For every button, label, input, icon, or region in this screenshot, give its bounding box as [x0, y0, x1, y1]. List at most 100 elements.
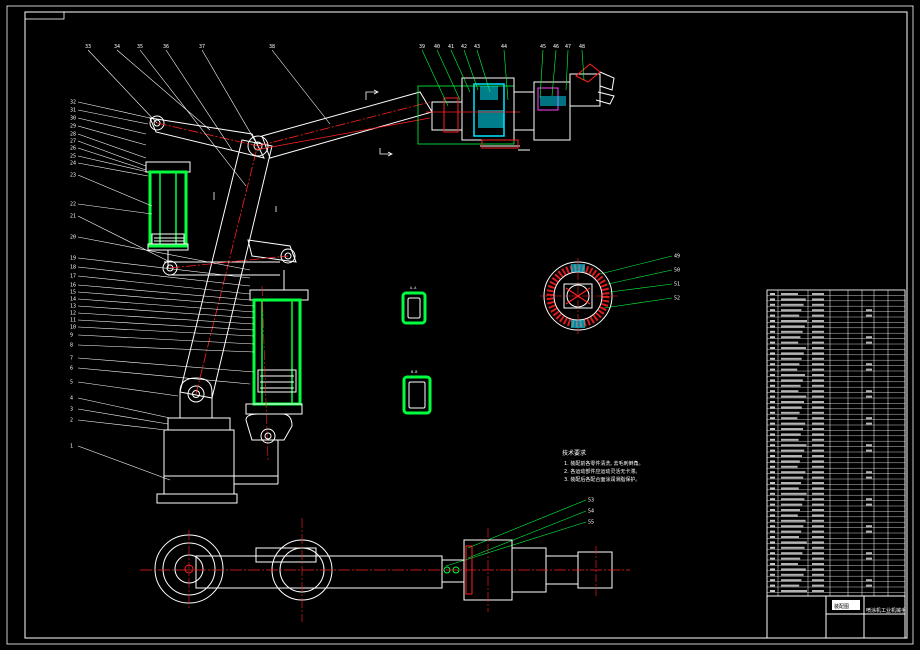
leader-top-43 — [476, 49, 491, 93]
leader-top-41 — [450, 49, 471, 93]
callout-left-22: 22 — [70, 202, 76, 208]
callout-left-11: 11 — [70, 318, 76, 324]
callout-left-28: 28 — [70, 132, 76, 138]
leader-top-46 — [551, 49, 557, 97]
callout-labels: 3231302928272625242322212019181716151413… — [70, 44, 680, 526]
callout-left-23: 23 — [70, 173, 76, 179]
callout-top-33: 33 — [85, 44, 91, 50]
callout-top-47: 47 — [565, 44, 571, 50]
callout-bottom-53: 53 — [588, 498, 594, 504]
drawing-name: 喷涂机工业机械手 — [866, 607, 906, 614]
callout-left-25: 25 — [70, 154, 76, 160]
callout-left-2: 2 — [70, 418, 73, 424]
rear-link — [149, 117, 265, 159]
callout-top-36: 36 — [163, 44, 169, 50]
big-arm — [179, 139, 273, 399]
leader-ring-52 — [603, 297, 673, 309]
cylinder-base-pivot — [260, 428, 276, 444]
callout-ring-50: 50 — [674, 268, 680, 274]
drawing-type: 装配图 — [834, 603, 849, 610]
upper-cylinder — [145, 161, 191, 268]
callout-left-4: 4 — [70, 396, 73, 402]
leader-left-18 — [77, 266, 251, 287]
callout-left-12: 12 — [70, 311, 76, 317]
leader-top-38 — [271, 49, 331, 125]
callout-top-45: 45 — [540, 44, 546, 50]
wrist-assembly — [417, 63, 615, 151]
leader-top-37 — [201, 49, 259, 147]
callout-left-16: 16 — [70, 283, 76, 289]
leader-left-5 — [77, 381, 179, 397]
leader-left-28 — [77, 133, 147, 159]
leader-left-11 — [77, 319, 255, 331]
inner-frame — [24, 11, 908, 639]
tech-requirement-1: 1. 装配前各零件清洗, 去毛刺倒角。 — [564, 460, 644, 467]
callout-ring-52: 52 — [674, 296, 680, 302]
leader-left-20 — [77, 236, 251, 271]
leader-bottom-54 — [467, 510, 587, 559]
callout-ring-49: 49 — [674, 254, 680, 260]
leader-left-16 — [77, 284, 251, 301]
callout-top-38: 38 — [269, 44, 275, 50]
callout-top-39: 39 — [419, 44, 425, 50]
tech-requirement-3: 3. 装配后各配合面涂润滑脂保护。 — [564, 476, 640, 483]
callout-left-10: 10 — [70, 325, 76, 331]
callout-left-3: 3 — [70, 407, 73, 413]
leader-left-21 — [77, 215, 171, 263]
leader-left-12 — [77, 312, 255, 325]
section-label-a: A-A — [410, 286, 417, 290]
leader-left-24 — [77, 162, 149, 177]
callout-left-32: 32 — [70, 100, 76, 106]
tech-requirement-2: 2. 各运动部件应运动灵活无卡滞。 — [564, 468, 640, 475]
leader-top-34 — [116, 49, 211, 131]
leader-left-10 — [77, 326, 255, 337]
callout-left-19: 19 — [70, 256, 76, 262]
callout-left-18: 18 — [70, 265, 76, 271]
callout-top-46: 46 — [553, 44, 559, 50]
callout-top-42: 42 — [461, 44, 467, 50]
leader-left-32 — [77, 101, 151, 119]
callout-top-48: 48 — [579, 44, 585, 50]
leader-left-2 — [77, 419, 167, 431]
callout-bottom-54: 54 — [588, 509, 594, 515]
callout-left-20: 20 — [70, 235, 76, 241]
leader-ring-51 — [609, 283, 673, 293]
leader-left-29 — [77, 125, 147, 146]
lower-joint-bracket — [179, 377, 213, 418]
callout-leaders — [77, 49, 673, 567]
leader-left-30 — [77, 117, 147, 135]
section-profile-lower — [402, 375, 432, 415]
leader-top-47 — [565, 49, 569, 91]
tech-requirements-title: 技术要求 — [562, 449, 586, 457]
leader-top-44 — [503, 49, 509, 101]
leader-top-45 — [539, 49, 544, 99]
leader-left-17 — [77, 275, 251, 295]
leader-left-31 — [77, 109, 149, 125]
leader-left-14 — [77, 298, 255, 313]
callout-left-29: 29 — [70, 124, 76, 130]
leader-left-26 — [77, 147, 147, 171]
callout-left-8: 8 — [70, 343, 73, 349]
callout-top-34: 34 — [114, 44, 120, 50]
lower-cylinder — [245, 289, 309, 415]
callout-left-6: 6 — [70, 366, 73, 372]
outer-frame — [6, 5, 914, 645]
leader-top-42 — [463, 49, 479, 91]
base-pedestal — [163, 429, 235, 495]
technical-requirements: 技术要求 1. 装配前各零件清洗, 去毛刺倒角。 2. 各运动部件应运动灵活无卡… — [562, 449, 644, 483]
callout-left-15: 15 — [70, 290, 76, 296]
ring-section-view — [540, 258, 618, 334]
callout-left-27: 27 — [70, 139, 76, 145]
leader-ring-50 — [607, 269, 673, 285]
elbow-pivot — [247, 135, 269, 157]
callout-left-9: 9 — [70, 333, 73, 339]
callout-left-21: 21 — [70, 214, 76, 220]
leader-left-15 — [77, 291, 255, 307]
callout-top-44: 44 — [501, 44, 507, 50]
section-arrows — [213, 89, 393, 212]
callout-left-7: 7 — [70, 356, 73, 362]
leader-top-40 — [436, 49, 461, 101]
leader-left-25 — [77, 155, 149, 173]
leader-left-1 — [77, 445, 171, 481]
